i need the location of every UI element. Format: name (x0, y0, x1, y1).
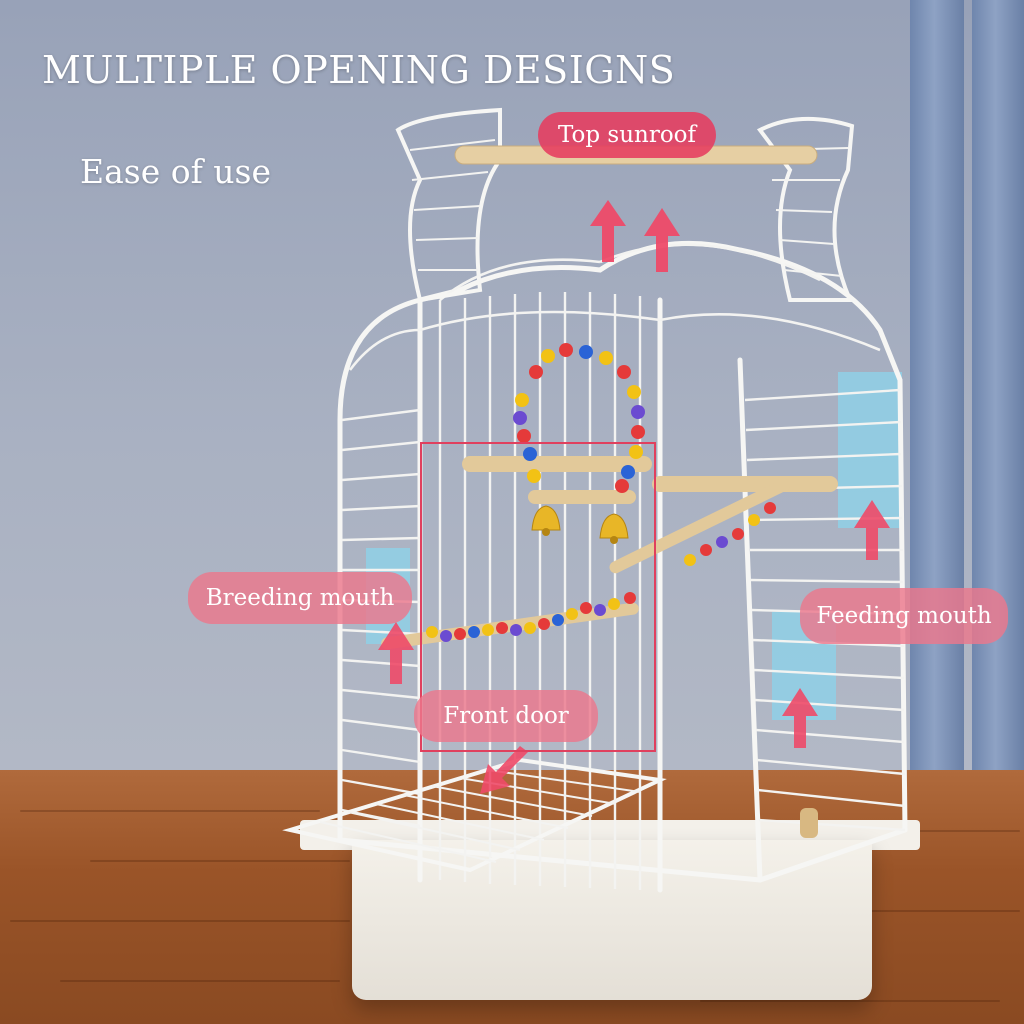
arrow-up-icon (782, 688, 818, 748)
swing-perch (528, 490, 636, 504)
side-perch (800, 808, 818, 838)
cage-dome (348, 243, 881, 371)
arrow-up-icon (854, 500, 890, 560)
label-breeding-mouth: Breeding mouth (188, 572, 412, 624)
arrow-up-icon (644, 208, 680, 272)
front-door-highlight (420, 442, 656, 752)
inner-perch-right (652, 476, 838, 492)
label-front-door: Front door (414, 690, 598, 742)
headline: MULTIPLE OPENING DESIGNS (42, 48, 676, 92)
arrow-up-icon (378, 622, 414, 684)
curtain-left (910, 0, 964, 810)
arrow-up-icon (590, 200, 626, 262)
sunroof-flaps (395, 107, 855, 303)
inner-perch-left (462, 456, 652, 472)
label-top-sunroof: Top sunroof (538, 112, 716, 158)
cage-frame (337, 240, 908, 893)
arrow-down-left-icon (480, 746, 528, 794)
label-feeding-mouth: Feeding mouth (800, 588, 1008, 644)
feeding-panel-upper (838, 372, 902, 528)
front-door-open (282, 757, 667, 873)
bead-swing (513, 343, 645, 493)
bells (531, 505, 629, 544)
subline: Ease of use (80, 152, 272, 191)
curtain-right (972, 0, 1024, 810)
